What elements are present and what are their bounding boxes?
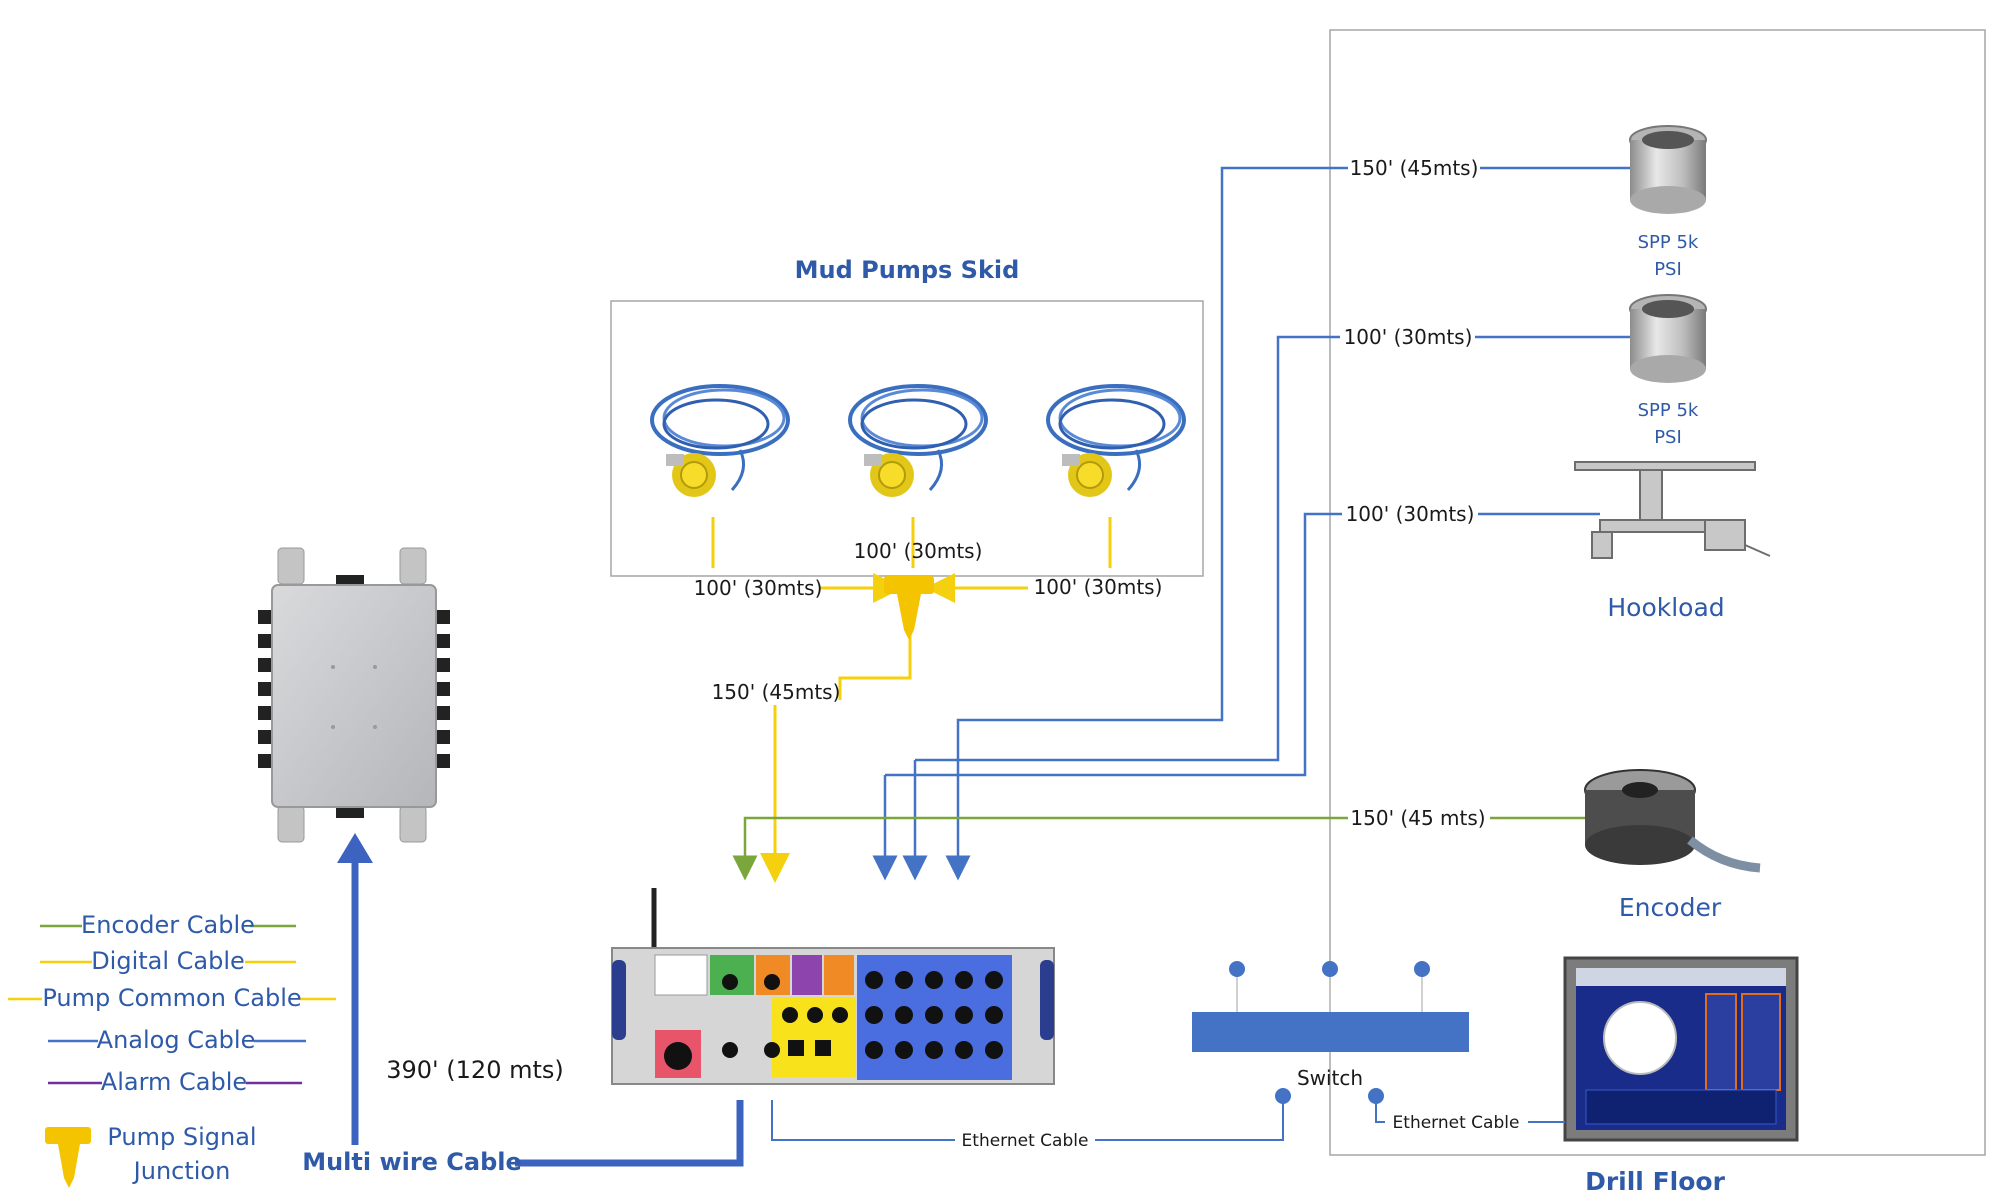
legend-label: Analog Cable [97,1026,256,1054]
legend-item: Pump Common Cable [8,982,336,1012]
switch-label: Switch [1297,1066,1363,1090]
legend-junction-line1: Pump Signal [107,1123,256,1151]
ethernet-display-label: Ethernet Cable [1393,1113,1520,1133]
encoder-label: Encoder [1619,893,1722,922]
mud-pumps-skid-frame [610,300,1204,577]
daq-rack [611,888,1055,1085]
ethernet-cables [771,1100,1565,1141]
pump-sensor-1 [650,384,790,497]
mud-pumps-skid-title: Mud Pumps Skid [795,256,1020,284]
legend-item: Analog Cable [48,1024,306,1054]
spp2-cable-length: 100' (30mts) [1344,325,1473,349]
pump-mid-length: 100' (30mts) [854,539,983,563]
legend-label: Pump Common Cable [42,984,301,1012]
legend-label: Encoder Cable [81,911,255,939]
drill-floor-frame [1329,29,1986,1156]
legend-label: Digital Cable [91,947,245,975]
pump-right-length: 100' (30mts) [1034,575,1163,599]
spp1-label-line2: PSI [1654,259,1682,280]
legend-item: Digital Cable [40,945,296,975]
hookload-cable-length: 100' (30mts) [1346,502,1475,526]
spp-sensor-1 [1629,125,1707,214]
spp1-cable-length: 150' (45mts) [1350,156,1479,180]
multiwire-cable-length: 390' (120 mts) [386,1056,564,1084]
spp1-label-line1: SPP 5k [1638,232,1699,253]
encoder-cable [732,816,1588,881]
spp-sensor-2 [1629,294,1707,383]
display-monitor [1563,956,1799,1142]
multiwire-cable [337,833,744,1167]
legend-item: Alarm Cable [48,1066,302,1096]
multiwire-cable-label: Multi wire Cable [302,1148,522,1176]
legend-junction-icon [45,1127,91,1188]
spp2-label-line1: SPP 5k [1638,400,1699,421]
field-junction-box [258,547,450,843]
encoder-cable-length: 150' (45 mts) [1350,806,1485,830]
spp2-label-line2: PSI [1654,427,1682,448]
hookload-sensor [1574,461,1771,559]
legend-item: Encoder Cable [40,909,296,939]
legend-label: Alarm Cable [101,1068,247,1096]
pump-left-length: 100' (30mts) [694,576,823,600]
hookload-label: Hookload [1607,593,1724,622]
pump-sensor-3 [1046,384,1186,497]
encoder-sensor [1584,769,1761,873]
analog-cables [872,166,1630,881]
junction-to-daq-length: 150' (45mts) [712,680,841,704]
pump-sensor-2 [848,384,988,497]
pump-signal-junction-icon [884,576,934,640]
network-switch [1192,961,1469,1104]
legend-junction-line2: Junction [132,1157,231,1185]
drill-floor-title: Drill Floor [1585,1167,1725,1196]
digital-cables [711,517,1112,883]
ethernet-daq-label: Ethernet Cable [962,1131,1089,1151]
